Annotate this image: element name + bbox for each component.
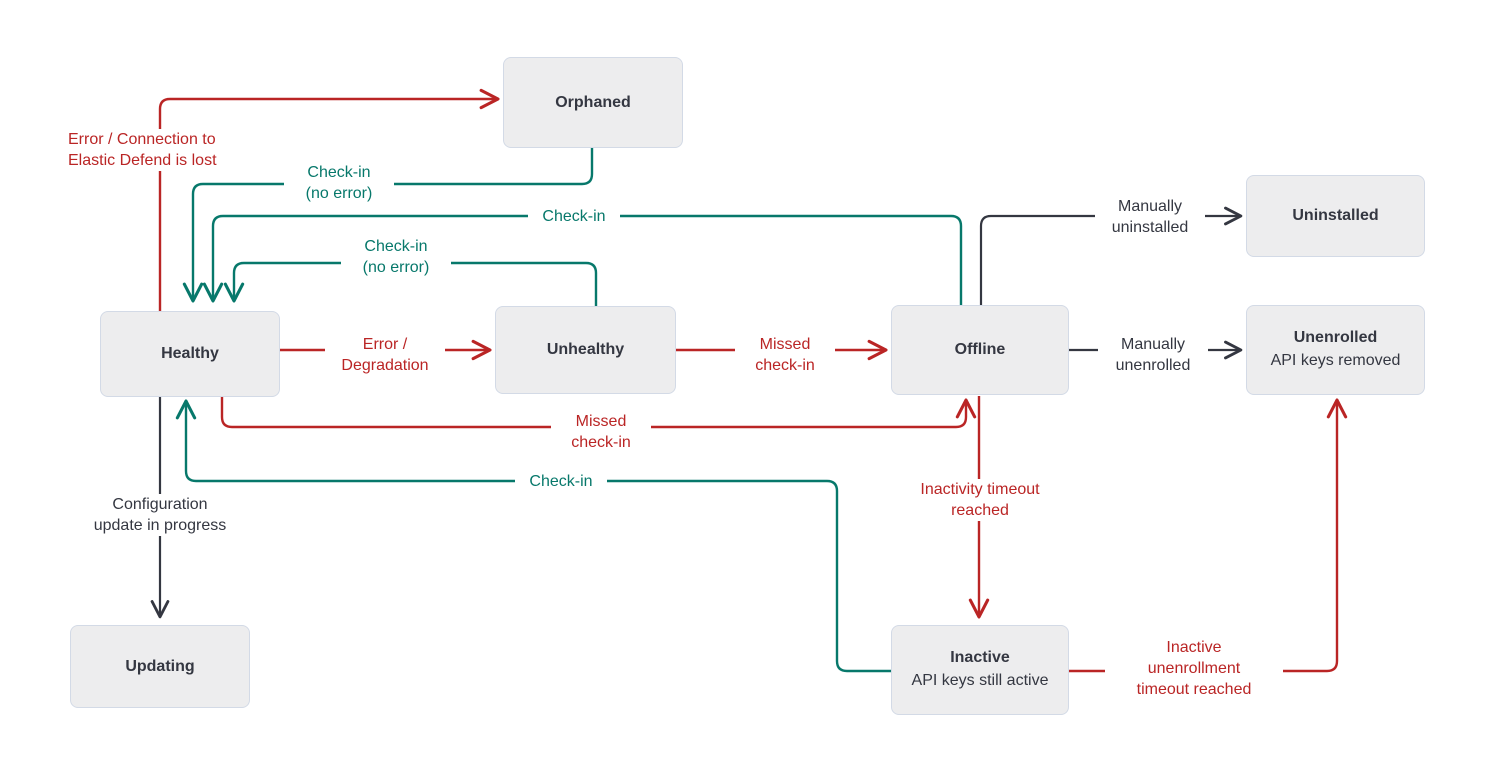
node-unhealthy-title: Unhealthy [546,341,625,358]
edge-inactive-to-healthy [186,402,891,673]
edge-label-healthy-to-unhealthy: Error / Degradation [325,334,445,376]
node-unenrolled-title: Unenrolled [1293,329,1378,346]
node-updating[interactable]: Updating [70,625,250,708]
edge-label-offline-to-inactive: Inactivity timeout reached [890,479,1070,521]
edge-label-offline-to-unenrolled: Manually unenrolled [1098,334,1208,376]
edge-label-offline-to-healthy: Check-in [528,206,620,227]
node-offline[interactable]: Offline [891,305,1069,395]
edge-offline-to-uninstalled [979,216,1240,305]
node-unhealthy[interactable]: Unhealthy [495,306,676,394]
node-updating-title: Updating [125,657,195,675]
node-inactive[interactable]: Inactive API keys still active [891,625,1069,715]
node-unenrolled[interactable]: Unenrolled API keys removed [1246,305,1425,395]
node-unenrolled-subtitle: API keys removed [1270,352,1401,369]
node-healthy-title: Healthy [161,345,219,362]
edge-label-healthy-to-offline: Missed check-in [551,411,651,453]
node-inactive-title: Inactive [950,649,1010,666]
edge-label-unhealthy-to-healthy: Check-in (no error) [341,236,451,278]
node-offline-title: Offline [954,341,1006,358]
edge-label-healthy-to-updating: Configuration update in progress [52,494,268,536]
edge-inactive-to-unenrolled [1069,401,1337,673]
node-uninstalled[interactable]: Uninstalled [1246,175,1425,257]
edge-label-inactive-to-unenrolled: Inactive unenrollment timeout reached [1105,637,1283,700]
node-orphaned[interactable]: Orphaned [503,57,683,148]
edge-healthy-to-orphaned [158,99,497,311]
node-healthy[interactable]: Healthy [100,311,280,397]
edge-label-inactive-to-healthy: Check-in [515,471,607,492]
node-orphaned-title: Orphaned [555,93,631,111]
edge-offline-to-healthy [213,214,963,305]
node-uninstalled-title: Uninstalled [1292,207,1379,224]
edge-label-healthy-to-orphaned: Error / Connection to Elastic Defend is … [62,129,262,171]
edge-label-unhealthy-to-offline: Missed check-in [735,334,835,376]
edge-label-offline-to-uninstalled: Manually uninstalled [1095,196,1205,238]
edge-label-orphaned-to-healthy: Check-in (no error) [284,162,394,204]
node-inactive-subtitle: API keys still active [911,672,1049,689]
